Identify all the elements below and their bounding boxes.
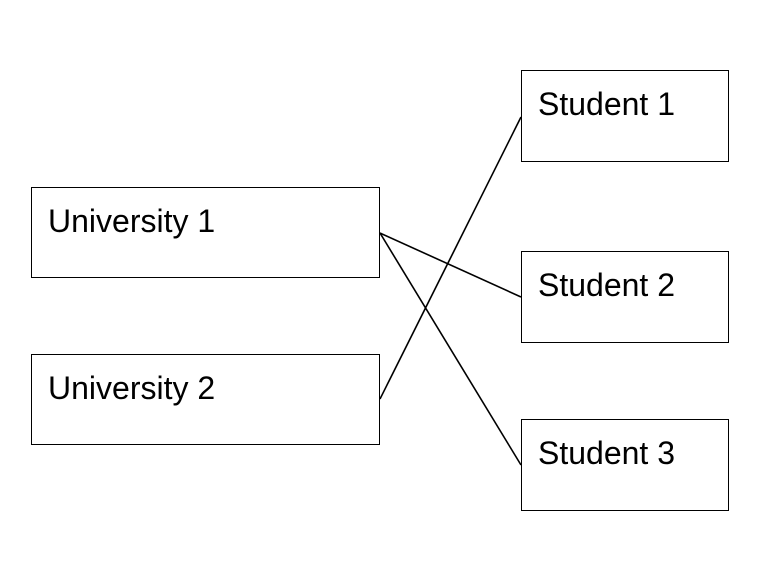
student-1-box: Student 1	[521, 70, 729, 162]
university-2-box: University 2	[31, 354, 380, 445]
university-1-box: University 1	[31, 187, 380, 278]
student-1-label: Student 1	[538, 86, 675, 122]
edge-u1-s3	[379, 232, 522, 466]
edge-u2-s1	[379, 116, 522, 400]
student-3-label: Student 3	[538, 435, 675, 471]
student-2-box: Student 2	[521, 251, 729, 343]
edge-u1-s2	[379, 232, 522, 298]
student-3-box: Student 3	[521, 419, 729, 511]
university-1-label: University 1	[48, 203, 216, 239]
student-2-label: Student 2	[538, 267, 675, 303]
university-2-label: University 2	[48, 370, 216, 406]
